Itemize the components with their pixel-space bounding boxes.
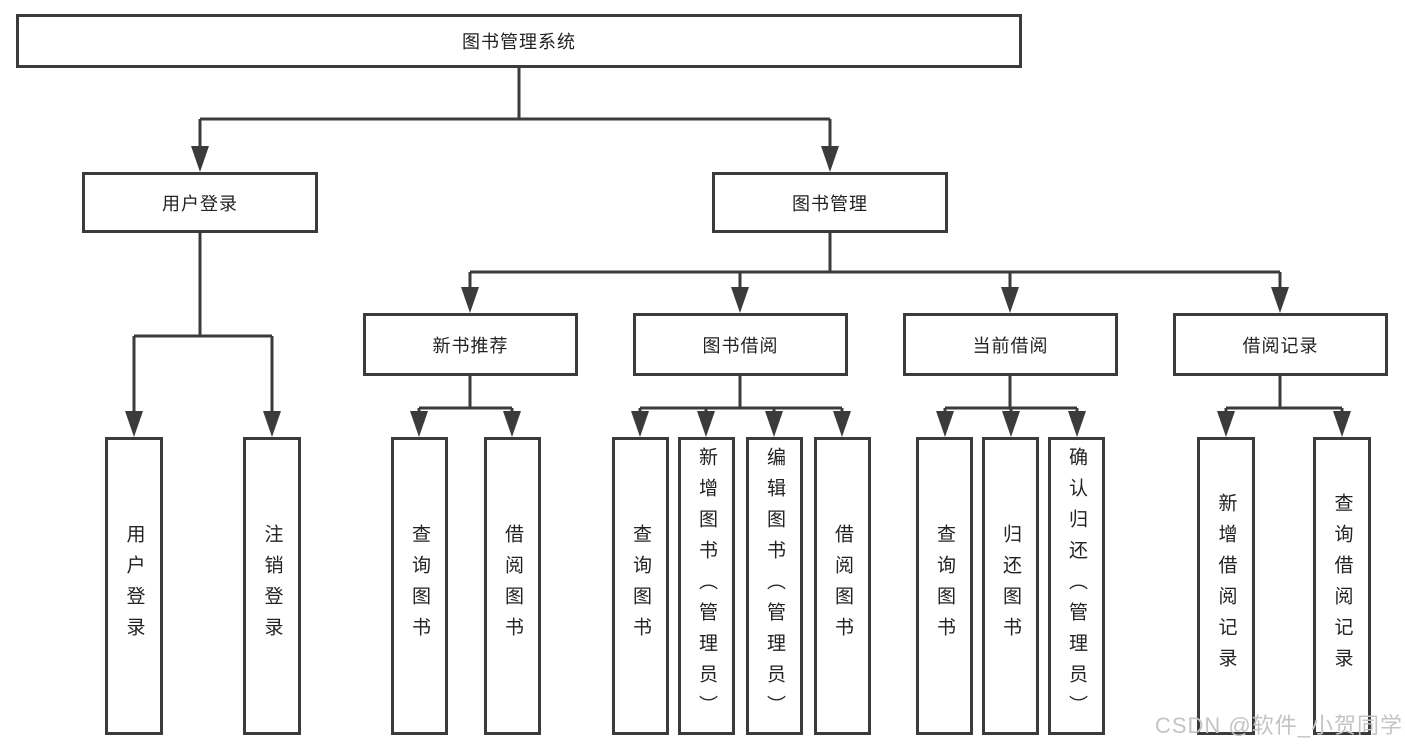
arrow-leaf-9 <box>936 411 954 437</box>
leaf-label: 查询图书 <box>630 524 651 648</box>
leaf-logout-label: 注销登录 <box>261 524 283 648</box>
edge-book-mgmt-children <box>468 233 1282 289</box>
leaf-label: 查询借阅记录 <box>1331 493 1353 679</box>
arrow-leaf-13 <box>1333 411 1351 437</box>
arrow-leaf-5 <box>631 411 649 437</box>
node-borrow-records: 借阅记录 <box>1173 313 1388 376</box>
arrow-leaf-1 <box>125 411 143 437</box>
arrow-leaf-8 <box>833 411 851 437</box>
leaf-borrow-book-recommend: 借阅图书 <box>484 437 541 735</box>
leaf-label: 新增图书（管理员） <box>696 446 717 726</box>
node-book-management: 图书管理 <box>712 172 948 233</box>
node-user-login: 用户登录 <box>82 172 318 233</box>
edge-user-login-children <box>132 233 274 413</box>
leaf-label: 查询图书 <box>409 524 430 648</box>
leaf-label: 确认归还（管理员） <box>1066 446 1087 726</box>
leaf-query-book-recommend: 查询图书 <box>391 437 448 735</box>
node-current-borrow: 当前借阅 <box>903 313 1118 376</box>
leaf-query-book-borrow: 查询图书 <box>612 437 669 735</box>
leaf-label: 查询图书 <box>934 524 955 648</box>
leaf-label: 编辑图书（管理员） <box>764 446 785 726</box>
arrow-leaf-6 <box>697 411 715 437</box>
leaf-query-borrow-record: 查询借阅记录 <box>1313 437 1371 735</box>
arrow-to-book-mgmt <box>821 146 839 172</box>
arrow-leaf-10 <box>1002 411 1020 437</box>
edge-new-book-children <box>417 376 514 413</box>
arrow-leaf-12 <box>1217 411 1235 437</box>
leaf-query-book-current: 查询图书 <box>916 437 973 735</box>
leaf-edit-book-admin: 编辑图书（管理员） <box>746 437 803 735</box>
leaf-user-login-label: 用户登录 <box>123 524 145 648</box>
leaf-return-book: 归还图书 <box>982 437 1039 735</box>
node-root: 图书管理系统 <box>16 14 1022 68</box>
edge-root-to-level2 <box>198 68 832 148</box>
leaf-label: 归还图书 <box>1000 524 1021 648</box>
arrow-leaf-3 <box>410 411 428 437</box>
arrow-to-new-book <box>461 287 479 313</box>
watermark: CSDN @软件_小贺同学 <box>1154 713 1403 738</box>
node-new-book-recommend: 新书推荐 <box>363 313 578 376</box>
arrow-to-user-login <box>191 146 209 172</box>
arrow-leaf-4 <box>503 411 521 437</box>
edge-current-borrow-children <box>943 376 1079 413</box>
leaf-user-login: 用户登录 <box>105 437 163 735</box>
arrowheads <box>125 146 1351 437</box>
node-book-borrow: 图书借阅 <box>633 313 848 376</box>
leaf-confirm-return-admin: 确认归还（管理员） <box>1048 437 1105 735</box>
leaf-borrow-book: 借阅图书 <box>814 437 871 735</box>
edge-borrow-record-children <box>1224 376 1344 413</box>
leaf-add-book-admin: 新增图书（管理员） <box>678 437 735 735</box>
leaf-label: 借阅图书 <box>832 524 853 648</box>
arrow-to-current-borrow <box>1001 287 1019 313</box>
arrow-leaf-11 <box>1068 411 1086 437</box>
leaf-logout: 注销登录 <box>243 437 301 735</box>
arrow-leaf-2 <box>263 411 281 437</box>
arrow-to-book-borrow <box>731 287 749 313</box>
edge-book-borrow-children <box>638 376 844 413</box>
arrow-to-borrow-record <box>1271 287 1289 313</box>
leaf-label: 借阅图书 <box>502 524 523 648</box>
leaf-label: 新增借阅记录 <box>1215 493 1237 679</box>
leaf-add-borrow-record: 新增借阅记录 <box>1197 437 1255 735</box>
arrow-leaf-7 <box>765 411 783 437</box>
